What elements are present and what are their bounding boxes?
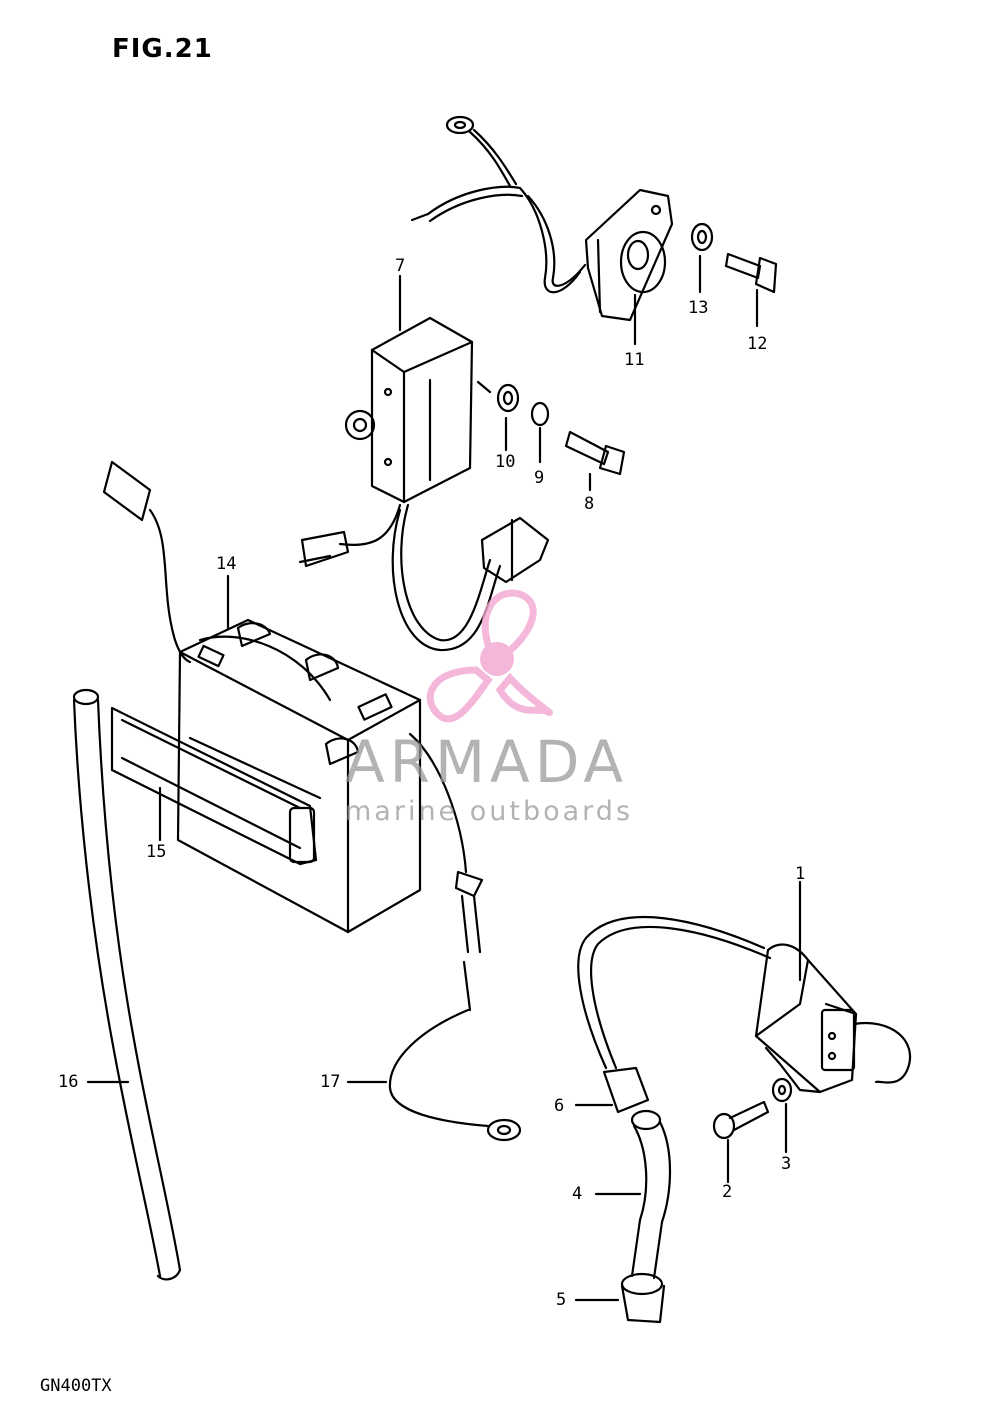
part-9-lock-washer [530, 401, 550, 464]
part-13-washer [690, 222, 714, 294]
watermark-brand: ARMADA [345, 728, 629, 796]
part-8-bolt [564, 430, 626, 492]
callout-5: 5 [556, 1290, 567, 1310]
part-17-lead [346, 960, 522, 1142]
part-7-regulator [298, 274, 550, 652]
callout-2: 2 [722, 1182, 733, 1202]
callout-11: 11 [624, 350, 645, 370]
callout-9: 9 [534, 468, 545, 488]
callout-14: 14 [216, 554, 237, 574]
part-6-cap-seal [574, 1066, 650, 1114]
part-16-hose [72, 688, 182, 1281]
part-10-washer [496, 383, 520, 452]
callout-8: 8 [584, 494, 595, 514]
part-5-cover [574, 1272, 666, 1324]
figure-title: FIG.21 [112, 34, 213, 64]
callout-15: 15 [146, 842, 167, 862]
callout-16: 16 [58, 1072, 79, 1092]
callout-17: 17 [320, 1072, 341, 1092]
part-2-screw [712, 1100, 770, 1184]
part-15-band [110, 706, 318, 866]
callout-6: 6 [554, 1096, 565, 1116]
callout-1: 1 [795, 864, 806, 884]
part-1-ignition-coil [577, 880, 911, 1094]
part-14-battery [102, 460, 484, 954]
callout-7: 7 [395, 256, 406, 276]
part-3-washer [771, 1077, 793, 1154]
callout-13: 13 [688, 298, 709, 318]
watermark-tagline: marine outboards [345, 796, 634, 827]
part-4-plug-cap [594, 1109, 672, 1280]
callout-12: 12 [747, 334, 768, 354]
part-11-switch [410, 115, 674, 322]
part-12-bolt [724, 252, 778, 328]
callout-3: 3 [781, 1154, 792, 1174]
callout-4: 4 [572, 1184, 583, 1204]
model-code: GN400TX [40, 1376, 112, 1396]
callout-10: 10 [495, 452, 516, 472]
propeller-logo-icon [426, 589, 553, 723]
